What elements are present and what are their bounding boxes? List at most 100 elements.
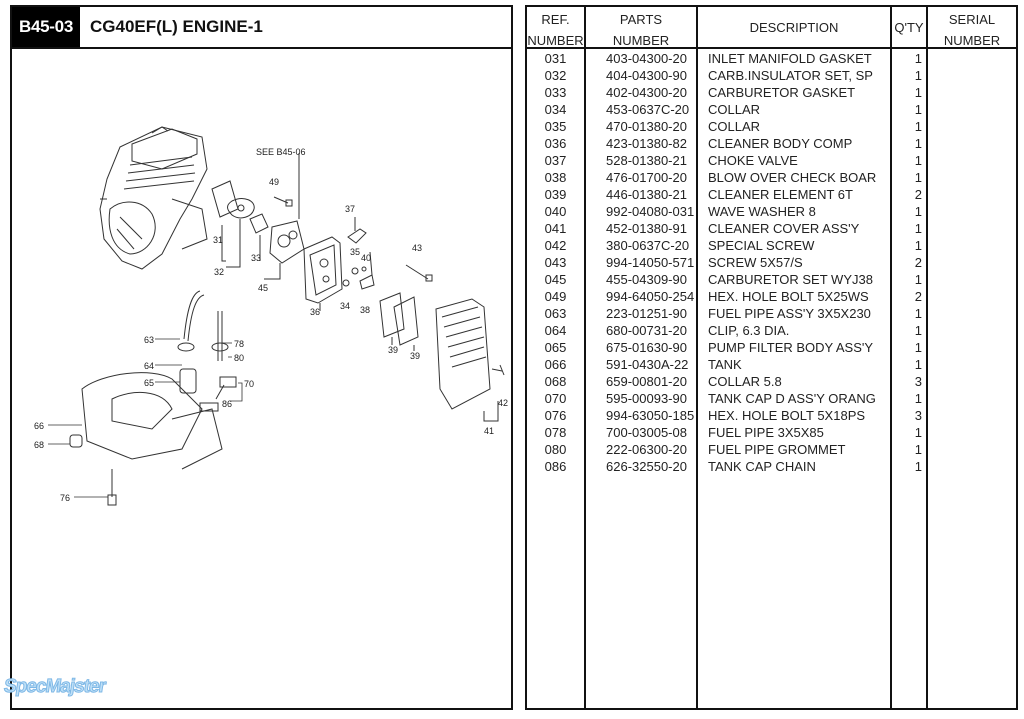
- qty-cell: 1: [914, 102, 922, 117]
- description-cell: INLET MANIFOLD GASKET: [708, 51, 872, 66]
- description-cell: CLIP, 6.3 DIA.: [708, 323, 790, 338]
- part-number-cell: 595-00093-90: [606, 391, 687, 406]
- description-cell: COLLAR 5.8: [708, 374, 782, 389]
- part-number-cell: 404-04300-90: [606, 68, 687, 83]
- description-cell: TANK CAP CHAIN: [708, 459, 816, 474]
- ref-cell: 065: [544, 340, 567, 355]
- part-number-cell: 223-01251-90: [606, 306, 687, 321]
- header-ref-line2: NUMBER: [527, 33, 584, 48]
- exploded-parts-diagram: SEE B45-06 49 31 32 33 45 37 35 40 36 34…: [12, 49, 511, 708]
- cleaner-cover-drawing: [435, 298, 505, 422]
- ref-cell: 063: [544, 306, 567, 321]
- callout-80: 80: [234, 353, 244, 363]
- qty-cell: 3: [914, 374, 922, 389]
- qty-cell: 1: [914, 459, 922, 474]
- qty-cell: 1: [914, 425, 922, 440]
- description-cell: COLLAR: [708, 119, 761, 134]
- callout-35: 35: [350, 247, 360, 257]
- callout-45: 45: [258, 283, 268, 293]
- qty-cell: 1: [914, 221, 922, 236]
- section-code: B45-03: [12, 7, 80, 47]
- part-number-cell: 402-04300-20: [606, 85, 687, 100]
- callout-63: 63: [144, 335, 154, 345]
- part-number-cell: 455-04309-90: [606, 272, 687, 287]
- ref-cell: 033: [544, 85, 567, 100]
- description-cell: FUEL PIPE ASS'Y 3X5X230: [708, 306, 871, 321]
- header-serial-line1: SERIAL: [948, 12, 996, 27]
- callout-32: 32: [214, 267, 224, 277]
- ref-cell: 031: [544, 51, 567, 66]
- description-cell: WAVE WASHER 8: [708, 204, 816, 219]
- part-number-cell: 659-00801-20: [606, 374, 687, 389]
- callout-70: 70: [244, 379, 254, 389]
- ref-cell: 066: [544, 357, 567, 372]
- part-number-cell: 994-14050-571: [606, 255, 695, 270]
- part-number-cell: 452-01380-91: [606, 221, 687, 236]
- qty-cell: 1: [914, 357, 922, 372]
- callout-41: 41: [484, 426, 494, 436]
- part-number-cell: 992-04080-031: [606, 204, 695, 219]
- description-cell: CHOKE VALVE: [708, 153, 798, 168]
- ref-cell: 045: [544, 272, 567, 287]
- ref-cell: 070: [544, 391, 567, 406]
- part-number-cell: 528-01380-21: [606, 153, 687, 168]
- qty-cell: 2: [914, 289, 922, 304]
- part-number-cell: 423-01380-82: [606, 136, 687, 151]
- column-serial-number: SERIAL NUMBER: [928, 7, 1016, 708]
- qty-cell: 1: [914, 391, 922, 406]
- part-number-cell: 470-01380-20: [606, 119, 687, 134]
- callout-49: 49: [269, 177, 279, 187]
- qty-cell: 1: [914, 153, 922, 168]
- description-cell: HEX. HOLE BOLT 5X25WS: [708, 289, 869, 304]
- callout-65: 65: [144, 378, 154, 388]
- ref-cell: 034: [544, 102, 567, 117]
- qty-cell: 2: [914, 255, 922, 270]
- ref-cell: 042: [544, 238, 567, 253]
- description-cell: CARBURETOR GASKET: [708, 85, 856, 100]
- carburetor-drawing: [249, 153, 305, 280]
- callout-37: 37: [345, 204, 355, 214]
- ref-cell: 076: [544, 408, 567, 423]
- ref-cell: 086: [544, 459, 567, 474]
- description-cell: SPECIAL SCREW: [708, 238, 815, 253]
- description-cell: HEX. HOLE BOLT 5X18PS: [708, 408, 866, 423]
- description-cell: FUEL PIPE GROMMET: [708, 442, 846, 457]
- description-cell: TANK CAP D ASS'Y ORANG: [708, 391, 876, 406]
- qty-cell: 1: [914, 85, 922, 100]
- callout-labels: SEE B45-06 49 31 32 33 45 37 35 40 36 34…: [34, 147, 508, 503]
- qty-cell: 1: [914, 51, 922, 66]
- ref-cell: 068: [544, 374, 567, 389]
- part-number-cell: 675-01630-90: [606, 340, 687, 355]
- header-parts-number: PARTS NUMBER: [586, 7, 696, 49]
- description-cell: CLEANER BODY COMP: [708, 136, 853, 151]
- qty-cell: 1: [914, 136, 922, 151]
- cleaner-body-drawing: [303, 236, 343, 311]
- diagram-panel: B45-03 CG40EF(L) ENGINE-1: [10, 5, 513, 710]
- ref-cell: 043: [544, 255, 567, 270]
- description-cell: CARBURETOR SET WYJ38: [708, 272, 873, 287]
- leader-lines: [48, 338, 243, 498]
- part-number-cell: 476-01700-20: [606, 170, 687, 185]
- ref-cell: 041: [544, 221, 567, 236]
- filter-elements-drawing: [379, 292, 419, 351]
- header-parts-line1: PARTS: [619, 12, 663, 27]
- ref-cell: 049: [544, 289, 567, 304]
- header-serial-number: SERIAL NUMBER: [928, 7, 1016, 49]
- callout-42: 42: [498, 398, 508, 408]
- callout-40: 40: [361, 253, 371, 263]
- qty-cell: 1: [914, 119, 922, 134]
- description-cell: BLOW OVER CHECK BOAR: [708, 170, 877, 185]
- callout-64: 64: [144, 361, 154, 371]
- part-number-cell: 680-00731-20: [606, 323, 687, 338]
- ref-cell: 078: [544, 425, 567, 440]
- qty-cell: 1: [914, 442, 922, 457]
- column-parts-number: PARTS NUMBER 403-04300-20 404-04300-90 402…: [586, 7, 698, 708]
- choke-and-collars-drawing: [342, 217, 375, 290]
- part-number-cell: 403-04300-20: [606, 51, 687, 66]
